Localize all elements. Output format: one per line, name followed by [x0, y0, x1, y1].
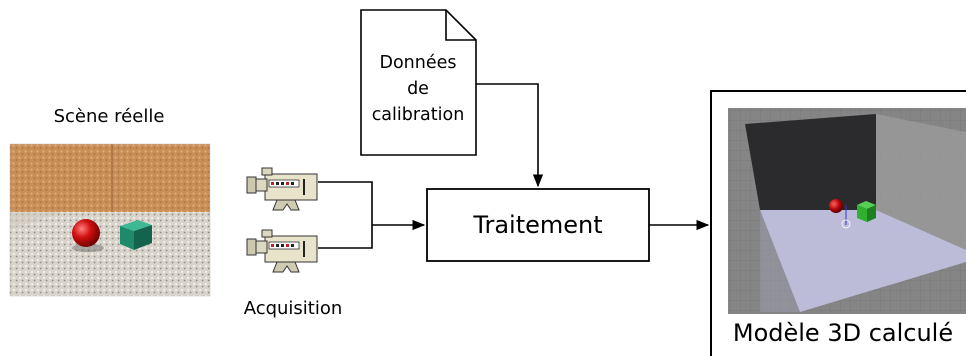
model-red-sphere	[829, 199, 843, 213]
calibration-label-line3: calibration	[372, 105, 465, 125]
red-sphere	[72, 219, 100, 247]
model-green-cube	[857, 201, 876, 222]
real-scene-image	[9, 143, 211, 297]
computed-model-label: Modèle 3D calculé	[733, 319, 953, 347]
document-icon	[360, 9, 477, 156]
video-camera-icon	[246, 229, 318, 273]
processing-box	[426, 188, 650, 262]
calibration-label-line2: de	[407, 79, 429, 99]
processing-label: Traitement	[472, 211, 602, 239]
computed-model-image	[728, 108, 966, 314]
calibration-connector	[476, 83, 544, 188]
calibration-label-line1: Données	[379, 53, 456, 73]
green-cube	[120, 220, 152, 250]
video-camera-icon	[246, 167, 318, 211]
real-scene-label: Scène réelle	[54, 106, 165, 127]
acquisition-label: Acquisition	[244, 298, 343, 319]
model-frame	[710, 90, 966, 356]
camera-connector	[318, 181, 373, 249]
